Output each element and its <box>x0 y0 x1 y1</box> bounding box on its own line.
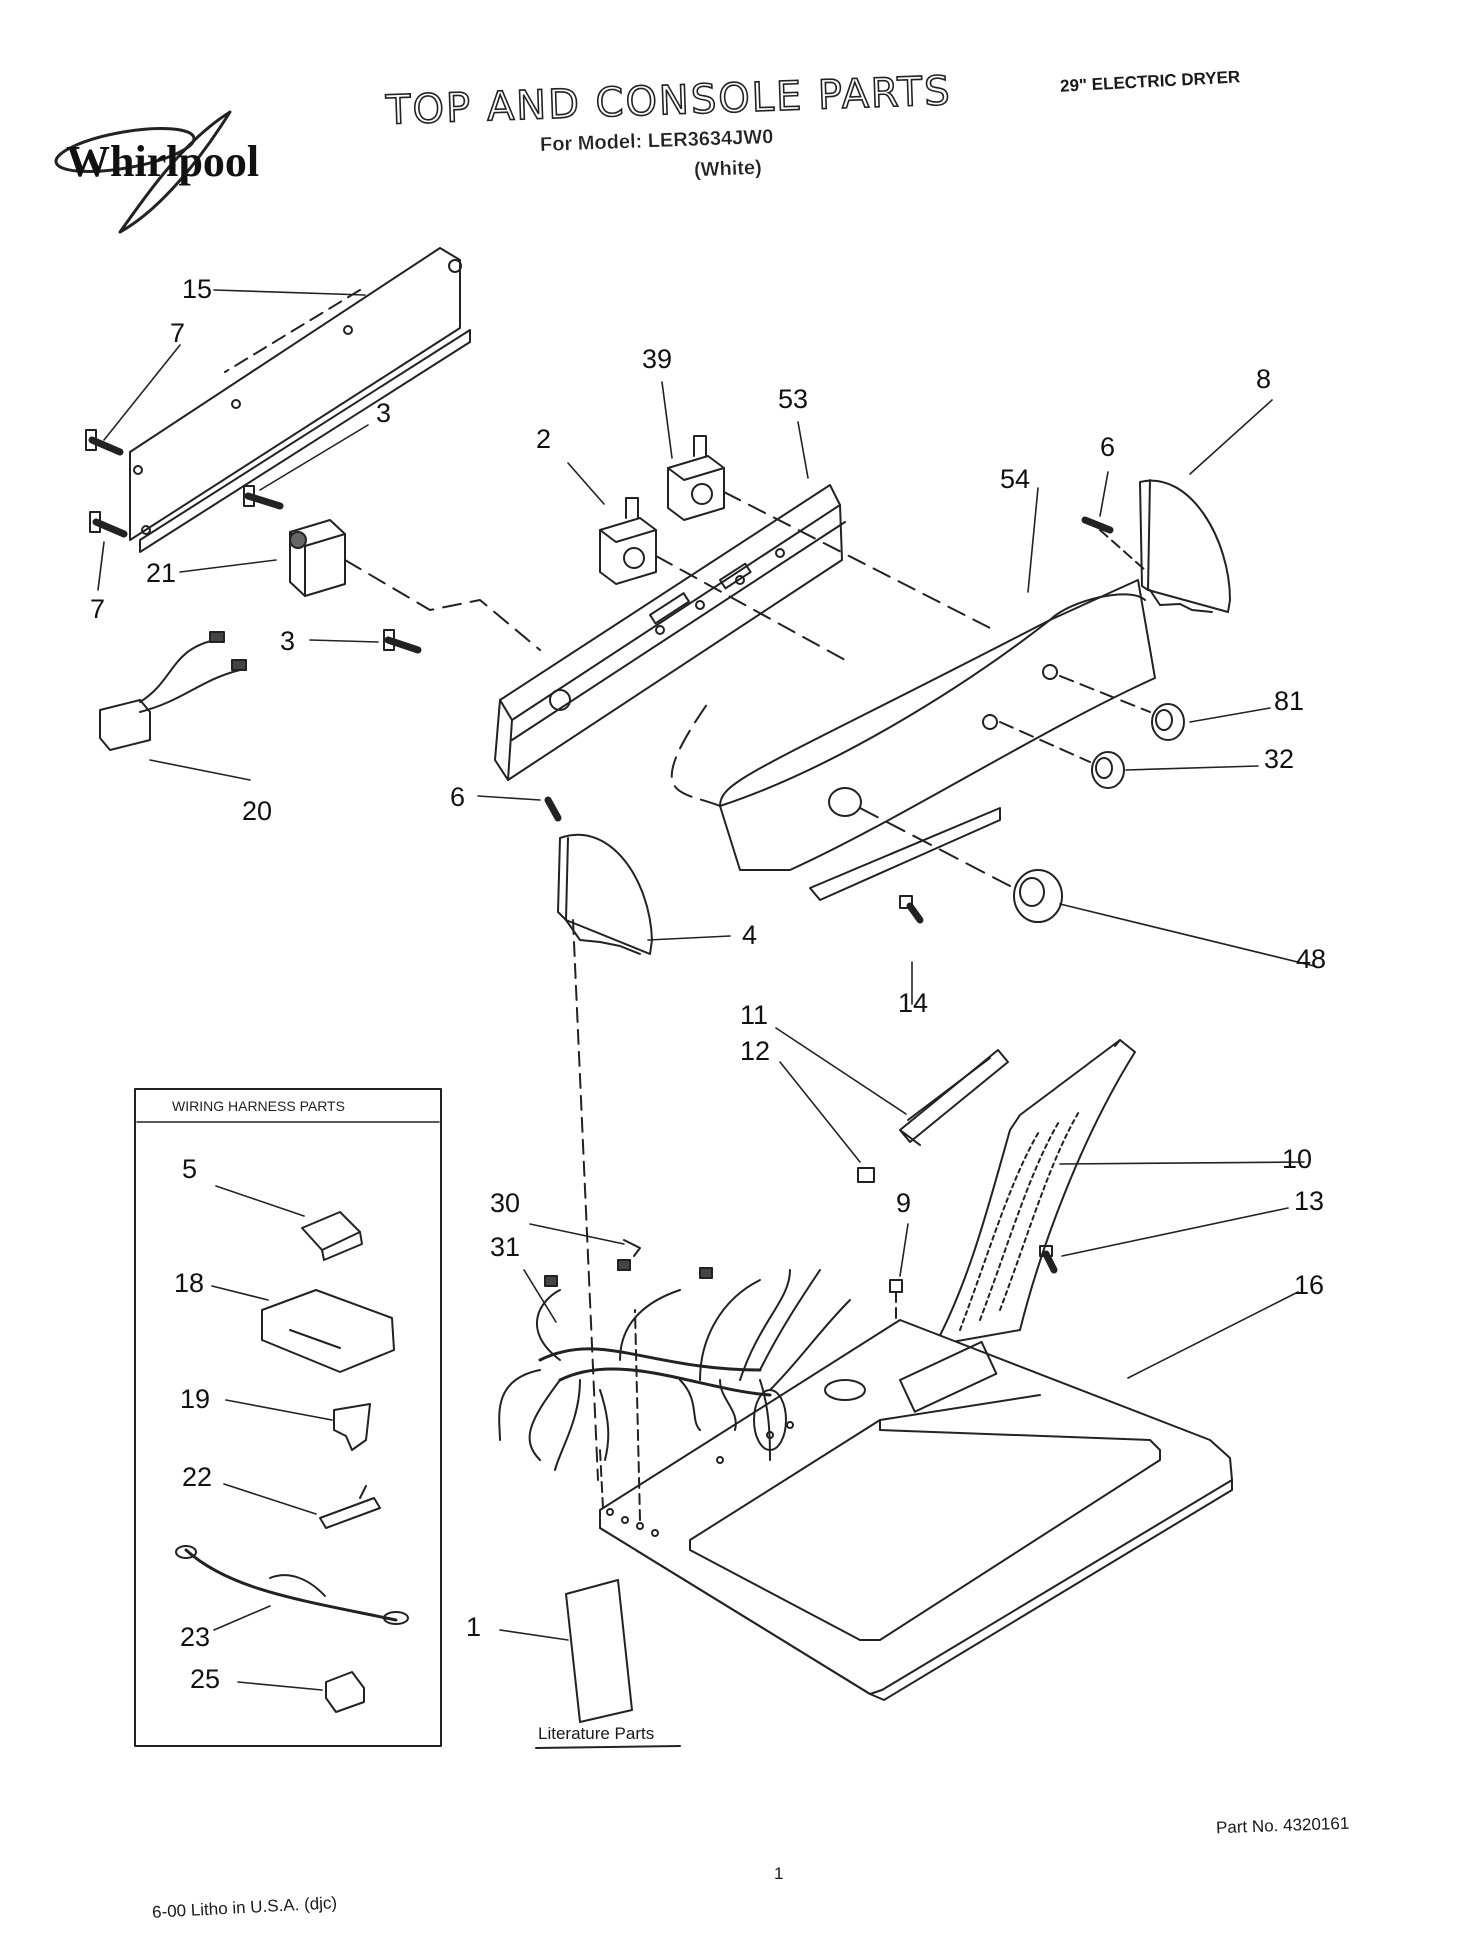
callout-8: 8 <box>1256 364 1272 394</box>
screw-3-upper <box>243 485 284 510</box>
part-16-top-panel <box>599 1309 1233 1701</box>
part-31-harness <box>498 1259 851 1471</box>
whirlpool-logo: Whirlpool <box>66 137 260 186</box>
literature-underline <box>535 1745 681 1749</box>
literature-parts-label: Literature Parts <box>538 1724 655 1743</box>
part-23-cable <box>175 1545 409 1625</box>
part-81-knob <box>1059 675 1185 741</box>
callout-14: 14 <box>898 988 929 1018</box>
part-25-connector <box>325 1671 365 1713</box>
callout-16: 16 <box>1294 1270 1325 1300</box>
callout-2: 2 <box>536 424 552 454</box>
whirlpool-logo-swoosh <box>54 110 232 234</box>
callout-7-upper: 7 <box>170 318 186 348</box>
part-19-clip <box>333 1403 371 1451</box>
part-4-end-cap <box>544 796 653 1481</box>
callout-54: 54 <box>1000 464 1031 494</box>
callout-9: 9 <box>896 1188 912 1218</box>
callout-48: 48 <box>1296 944 1327 974</box>
part-32-knob <box>999 721 1125 789</box>
callout-19: 19 <box>180 1384 211 1414</box>
wiring-harness-box-title: WIRING HARNESS PARTS <box>172 1098 345 1114</box>
part-12-clip <box>857 1167 875 1183</box>
part-15-rear-panel <box>129 247 471 553</box>
part-22-terminal <box>319 1485 381 1529</box>
callout-30: 30 <box>490 1188 521 1218</box>
part-2-switch <box>599 497 846 661</box>
part-30-clip <box>623 1239 641 1257</box>
callout-11: 11 <box>740 1000 769 1030</box>
part-1-literature <box>565 1579 633 1723</box>
callout-20: 20 <box>242 796 273 826</box>
screw-7-upper <box>85 429 124 456</box>
callout-23: 23 <box>180 1622 211 1652</box>
part-18-block <box>261 1289 395 1373</box>
part-20-harness <box>99 631 247 751</box>
callout-39: 39 <box>642 344 673 374</box>
part-53-console-bracket <box>494 484 846 781</box>
callout-5: 5 <box>182 1154 198 1184</box>
callout-25: 25 <box>190 1664 221 1694</box>
part-13-screw <box>1039 1245 1058 1274</box>
part-5-plug <box>301 1211 363 1261</box>
callout-22: 22 <box>182 1462 213 1492</box>
callout-12: 12 <box>740 1036 771 1066</box>
part-39-switch <box>667 435 991 629</box>
color-line: (White) <box>693 156 763 182</box>
leader-lines <box>97 289 1315 1691</box>
callout-53: 53 <box>778 384 809 414</box>
callout-4: 4 <box>742 920 758 950</box>
screw-3-lower <box>383 629 422 654</box>
callout-3-lower: 3 <box>280 626 296 656</box>
part-54-console <box>670 579 1156 901</box>
callout-15: 15 <box>182 274 213 304</box>
callout-1: 1 <box>466 1612 482 1642</box>
callout-21: 21 <box>146 558 177 588</box>
part-10-lint-duct <box>934 1039 1136 1346</box>
callout-32: 32 <box>1264 744 1295 774</box>
screw-14 <box>899 895 924 924</box>
wiring-harness-box-outline <box>134 1088 442 1747</box>
part-11-lint-screen <box>899 1049 1009 1146</box>
part-8-end-cap <box>1081 479 1231 613</box>
callout-10: 10 <box>1282 1144 1313 1174</box>
callout-18: 18 <box>174 1268 205 1298</box>
page-number: 1 <box>774 1864 784 1883</box>
callout-81: 81 <box>1274 686 1305 716</box>
part-48-knob <box>859 807 1063 923</box>
callout-6-right: 6 <box>1100 432 1116 462</box>
callout-31: 31 <box>490 1232 521 1262</box>
callout-7-lower: 7 <box>90 594 106 624</box>
callout-6-left: 6 <box>450 782 466 812</box>
callout-3-upper: 3 <box>376 398 392 428</box>
screw-7-lower <box>89 511 128 538</box>
callout-13: 13 <box>1294 1186 1325 1216</box>
part-21-switch <box>289 519 541 651</box>
